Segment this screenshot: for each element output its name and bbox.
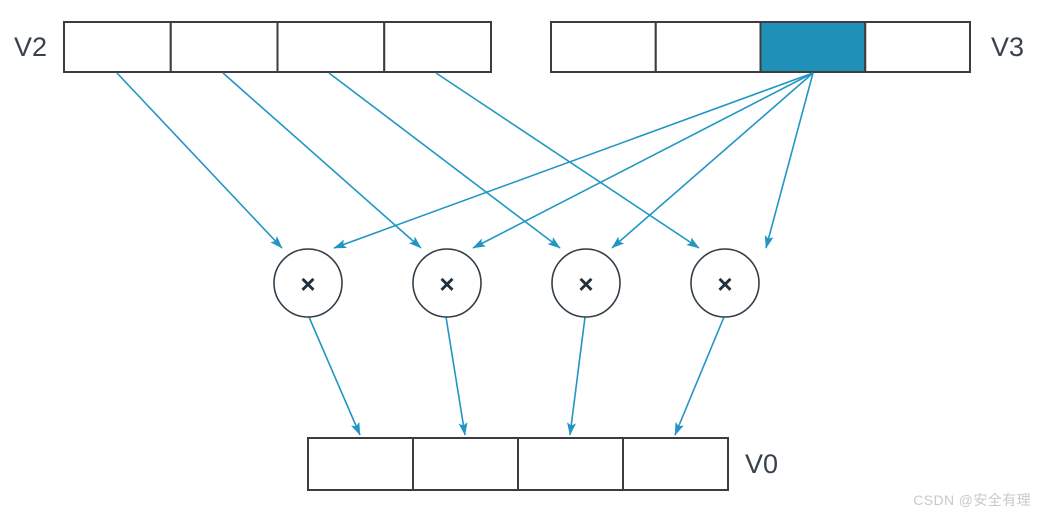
arrow-v2-to-operator-2 [328, 72, 561, 249]
register-cell-v2-1[interactable] [169, 21, 279, 73]
arrow-operator-to-v0-3 [674, 316, 725, 436]
register-label-v2: V2 [14, 32, 47, 62]
arrow-v2-to-operator-3 [435, 72, 700, 249]
multiply-icon: × [439, 269, 454, 299]
arrow-v3-to-operator-0 [333, 72, 814, 249]
register-cell-v0-2[interactable] [517, 437, 624, 491]
multiply-icon: × [300, 269, 315, 299]
register-v2 [63, 21, 492, 73]
operator-to-v0 [308, 316, 725, 436]
register-cell-v2-2[interactable] [276, 21, 386, 73]
arrow-operator-to-v0-0 [308, 316, 361, 436]
register-label-v3: V3 [991, 32, 1024, 62]
arrow-v3-to-operator-3 [764, 72, 814, 249]
v2-to-operator [116, 72, 700, 249]
multiply-operator-1[interactable]: × [412, 248, 482, 318]
multiply-operator-2[interactable]: × [551, 248, 621, 318]
register-v3 [550, 21, 971, 73]
register-cell-v0-3[interactable] [622, 437, 729, 491]
multiply-operator-3[interactable]: × [690, 248, 760, 318]
connections-layer [116, 72, 814, 436]
arrow-v2-to-operator-1 [222, 72, 422, 249]
register-cell-v2-3[interactable] [383, 21, 492, 73]
operator-circle-1 [412, 248, 482, 318]
arrow-v3-to-operator-1 [472, 72, 814, 249]
multiply-icon: × [717, 269, 732, 299]
register-label-v0: V0 [745, 449, 778, 479]
csdn-watermark: CSDN @安全有理 [913, 492, 1031, 508]
registers-layer [63, 21, 971, 491]
register-v0 [307, 437, 729, 491]
register-cell-v2-0[interactable] [63, 21, 172, 73]
arrow-operator-to-v0-1 [445, 316, 468, 436]
arrow-operator-to-v0-2 [567, 316, 586, 436]
register-cell-v3-1[interactable] [654, 21, 762, 73]
multiply-operator-0[interactable]: × [273, 248, 343, 318]
register-cell-v3-3[interactable] [864, 21, 971, 73]
operator-circle-0 [273, 248, 343, 318]
register-cell-v0-1[interactable] [412, 437, 519, 491]
operator-circle-3 [690, 248, 760, 318]
operators-layer: × × × × [273, 248, 760, 318]
operator-circle-2 [551, 248, 621, 318]
arrow-v2-to-operator-0 [116, 72, 283, 249]
register-cell-v3-2[interactable] [759, 21, 867, 73]
multiply-icon: × [578, 269, 593, 299]
arrow-v3-to-operator-2 [611, 72, 814, 249]
register-cell-v0-0[interactable] [307, 437, 414, 491]
register-cell-v3-0[interactable] [550, 21, 657, 73]
v3-to-operator [333, 72, 814, 249]
